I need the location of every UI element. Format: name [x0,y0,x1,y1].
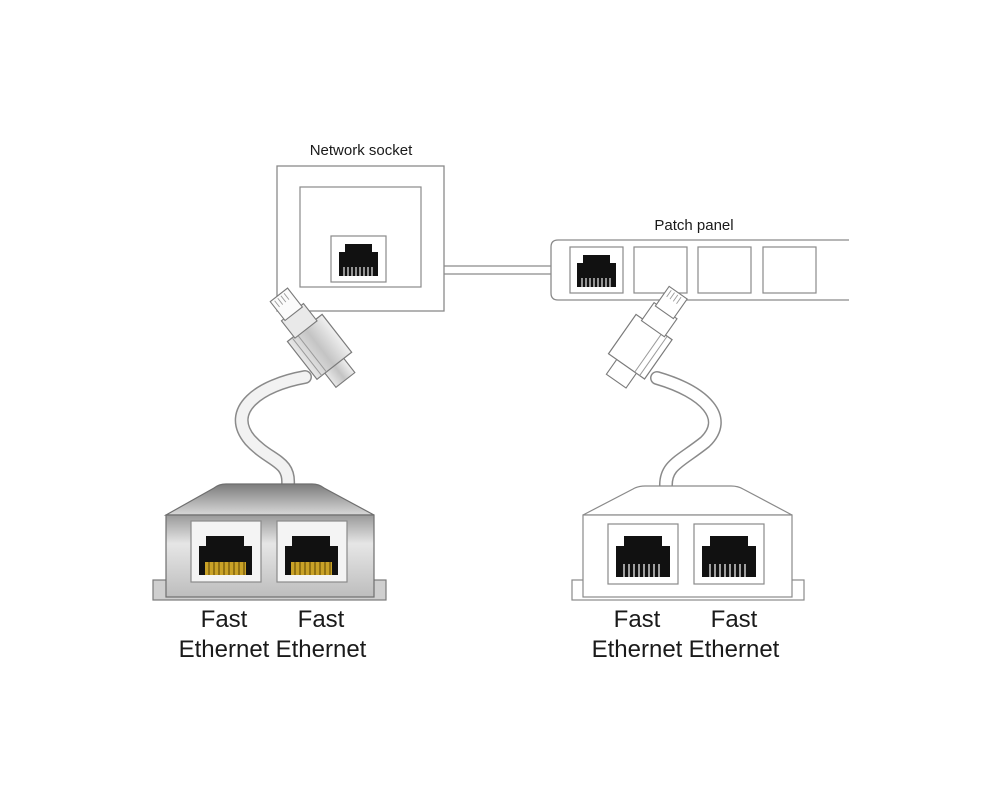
right-splitter: Fast Ethernet Fast Ethernet [571,485,805,663]
right-port-2-label-line2: Ethernet [689,636,780,663]
right-splitter-top [582,485,793,516]
left-port-2-label-line1: Fast [298,606,345,633]
right-port-2-label-line1: Fast [711,606,758,633]
patch-panel: Patch panel [550,217,849,301]
right-port-1-label-line1: Fast [614,606,661,633]
left-rj45-plug-icon [269,287,356,389]
left-splitter-port-1-jack-icon [190,520,262,583]
left-splitter-top [163,483,375,516]
right-cable-assembly [605,285,722,494]
right-splitter-port-2-jack-icon [693,523,765,585]
patch-panel-port-4 [762,246,817,294]
right-rj45-plug-icon [605,285,688,389]
left-port-1-label-line2: Ethernet [179,636,270,663]
patch-panel-port-3 [697,246,752,294]
socket-rj45-jack-icon [330,235,387,283]
left-port-1-label-line1: Fast [201,606,248,633]
left-splitter: Fast Ethernet Fast Ethernet [152,483,387,663]
patch-panel-rj45-jack-icon [577,255,616,287]
network-socket-label: Network socket [310,142,413,159]
left-cable-assembly [234,287,356,492]
left-port-2-label-line2: Ethernet [276,636,367,663]
patch-panel-port-2 [633,246,688,294]
right-port-1-label-line2: Ethernet [592,636,683,663]
patch-panel-port-1 [569,246,624,294]
left-splitter-port-2-jack-icon [276,520,348,583]
network-socket: Network socket [276,142,445,312]
right-splitter-port-1-jack-icon [607,523,679,585]
socket-to-panel-link [444,265,551,275]
patch-panel-label: Patch panel [654,217,733,234]
